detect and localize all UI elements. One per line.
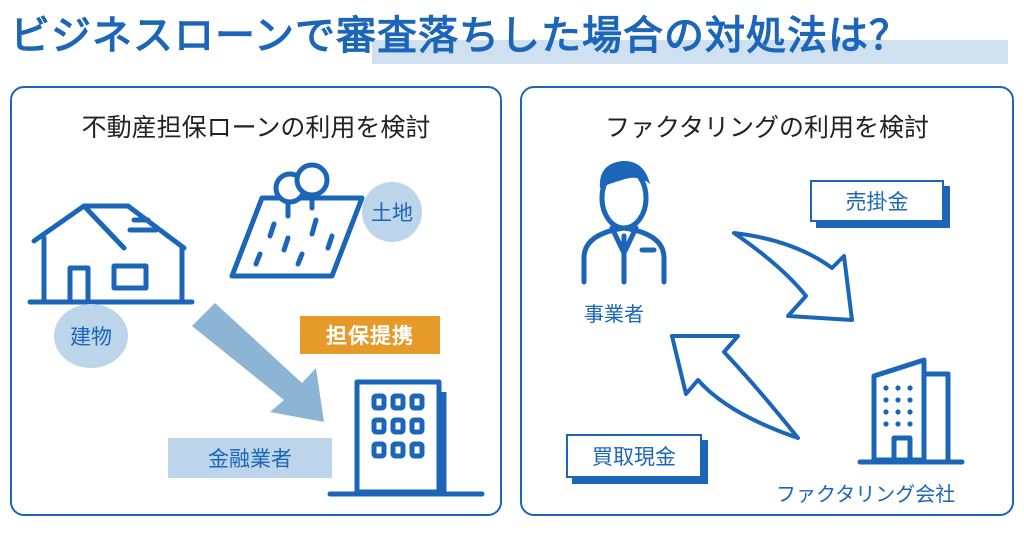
office-building-icon bbox=[327, 379, 485, 497]
factoring-company-windows bbox=[883, 385, 913, 427]
factoring-heading: ファクタリングの利用を検討 bbox=[604, 113, 929, 142]
building-label: 建物 bbox=[54, 304, 128, 368]
business-owner-label: 事業者 bbox=[584, 302, 644, 326]
receivable-tag: 売掛金 bbox=[810, 180, 944, 222]
curved-arrow-up-left-icon bbox=[670, 334, 800, 440]
right-panel-illustrations bbox=[581, 160, 965, 465]
businessman-hair bbox=[599, 160, 650, 188]
factoring-company-label: ファクタリング会社 bbox=[776, 482, 956, 506]
title-highlight bbox=[372, 40, 1008, 64]
real-estate-loan-panel: 不動産担保ローンの利用を検討 bbox=[10, 86, 502, 516]
land-with-trees-icon bbox=[229, 162, 365, 279]
businessman-icon bbox=[581, 165, 667, 285]
left-panel-illustrations bbox=[27, 162, 485, 497]
real-estate-loan-heading: 不動産担保ローンの利用を検討 bbox=[81, 113, 431, 142]
curved-arrow-down-right-icon bbox=[732, 231, 854, 322]
factoring-panel: ファクタリングの利用を検討 事業者 売掛金 買 bbox=[520, 86, 1014, 516]
purchase-cash-tag: 買取現金 bbox=[566, 434, 702, 478]
page-title: ビジネスローンで審査落ちした場合の対処法は？ bbox=[10, 13, 910, 59]
house-icon bbox=[27, 203, 195, 305]
land-label: 土地 bbox=[362, 182, 422, 242]
lender-tag: 金融業者 bbox=[168, 438, 332, 478]
collateral-tag: 担保提携 bbox=[300, 316, 440, 354]
down-right-arrow-icon bbox=[192, 303, 324, 422]
